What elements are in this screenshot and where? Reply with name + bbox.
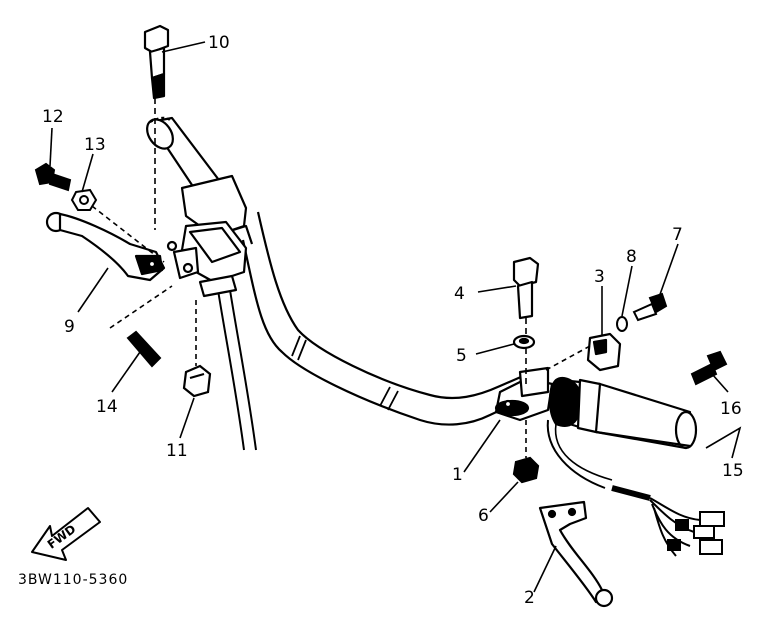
bolt-10 bbox=[143, 24, 170, 230]
callout-7: 7 bbox=[672, 225, 683, 245]
callout-2: 2 bbox=[524, 588, 535, 608]
nut-13 bbox=[70, 188, 165, 263]
left-grip bbox=[146, 116, 254, 245]
callout-5: 5 bbox=[456, 346, 467, 366]
callout-11: 11 bbox=[166, 441, 188, 461]
bolt-4 bbox=[512, 256, 540, 384]
washer-8 bbox=[616, 316, 628, 332]
washer-5 bbox=[512, 334, 536, 350]
screw-7 bbox=[632, 292, 668, 322]
handlebar-tube bbox=[217, 211, 531, 451]
bolt-12 bbox=[34, 162, 72, 192]
callout-15: 15 bbox=[722, 461, 744, 481]
callout-14: 14 bbox=[96, 397, 118, 417]
callout-1: 1 bbox=[452, 465, 463, 485]
screw-16 bbox=[690, 350, 728, 386]
callout-9: 9 bbox=[64, 317, 75, 337]
right-lever-holder bbox=[494, 366, 554, 422]
callout-8: 8 bbox=[626, 247, 637, 267]
bolt-14 bbox=[109, 285, 173, 368]
left-lever-holder bbox=[166, 220, 248, 298]
callout-6: 6 bbox=[478, 506, 489, 526]
diagram-part-code: 3BW110-5360 bbox=[18, 572, 128, 588]
callout-16: 16 bbox=[720, 399, 742, 419]
callout-13: 13 bbox=[84, 135, 106, 155]
nut-11 bbox=[182, 300, 212, 398]
brake-lever bbox=[538, 500, 614, 608]
leader-lines bbox=[49, 41, 742, 593]
callout-labels: 10 12 13 9 14 11 4 5 1 6 2 3 8 7 16 15 bbox=[42, 33, 744, 608]
callout-3: 3 bbox=[594, 267, 605, 287]
clutch-lever bbox=[45, 211, 166, 282]
throttle-cable-and-wires bbox=[546, 419, 725, 557]
callout-4: 4 bbox=[454, 284, 465, 304]
callout-12: 12 bbox=[42, 107, 64, 127]
forward-direction-arrow: FWD bbox=[31, 507, 101, 561]
nut-6 bbox=[512, 420, 540, 484]
switch-cover-3 bbox=[545, 332, 622, 372]
callout-10: 10 bbox=[208, 33, 230, 53]
throttle-grip bbox=[548, 377, 698, 450]
